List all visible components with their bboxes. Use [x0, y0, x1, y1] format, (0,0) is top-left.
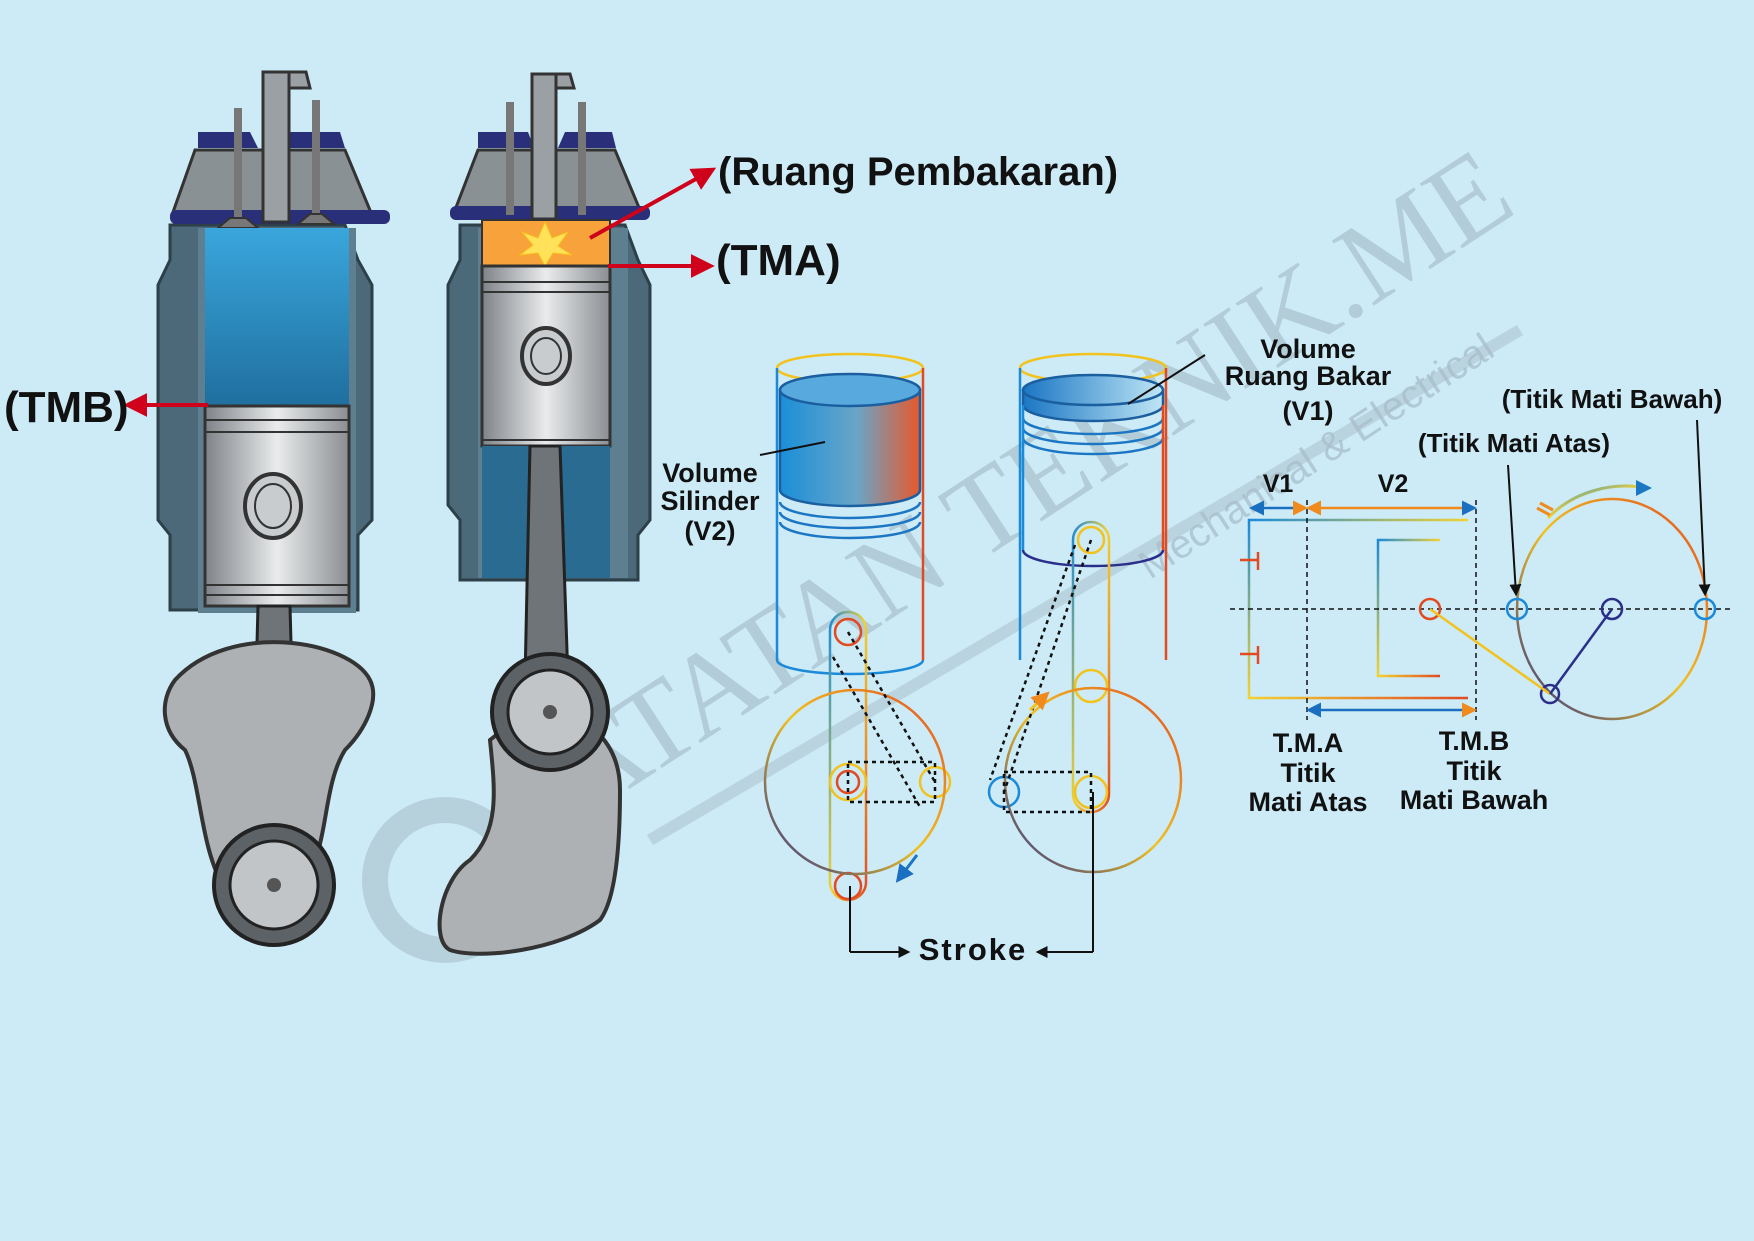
- volume-ruang-bakar-label-1: Volume: [1260, 334, 1356, 364]
- v2-label: V2: [1378, 470, 1409, 498]
- titik-mati-bawah-label: (Titik Mati Bawah): [1502, 384, 1723, 414]
- engine-tma: (Ruang Pembakaran) (TMA): [437, 72, 1118, 956]
- tma-line3-label: Mati Atas: [1248, 787, 1367, 817]
- tma-label: (TMA): [716, 236, 841, 285]
- volume-silinder-label-2: Silinder: [660, 486, 760, 516]
- volume-ruang-bakar-pointer: [1127, 354, 1206, 405]
- volume-ruang-bakar-label-3: (V1): [1282, 396, 1333, 426]
- ruang-pembakaran-arrow: [589, 167, 717, 240]
- volume-silinder-label-1: Volume: [662, 458, 758, 488]
- tdc-bdc-schematic: [1230, 419, 1730, 721]
- tma-line2-label: Titik: [1280, 758, 1336, 788]
- stroke-label: Stroke: [919, 932, 1027, 967]
- injector: [530, 72, 558, 221]
- piston-pin: [243, 472, 303, 540]
- titik-mati-atas-pointer: [1507, 464, 1522, 597]
- piston-pin: [520, 326, 572, 386]
- crank-web: [162, 640, 376, 882]
- tmb-label: (TMB): [4, 383, 129, 432]
- injector-tip: [287, 70, 312, 90]
- volume-ruang-bakar-label-2: Ruang Bakar: [1225, 361, 1392, 391]
- injector: [261, 70, 291, 224]
- stroke-bracket: [849, 792, 1094, 958]
- cylinder-volume: [205, 228, 349, 406]
- engine-tmb: (TMB): [4, 70, 390, 947]
- v1-label: V1: [1263, 470, 1294, 498]
- schematic-cylinder-v1: [987, 352, 1206, 874]
- volume-silinder-label-3: (V2): [684, 516, 735, 546]
- tma-abbr-label: T.M.A: [1273, 728, 1344, 758]
- tmb-line3-label: Mati Bawah: [1400, 785, 1549, 815]
- schematic-cylinder-v2: [759, 352, 952, 902]
- watermark-underline: [646, 324, 1524, 846]
- crank-web: [437, 713, 623, 956]
- connecting-rod: [523, 444, 570, 682]
- titik-mati-bawah-pointer: [1696, 419, 1711, 597]
- tmb-abbr-label: T.M.B: [1439, 726, 1510, 756]
- volume-silinder-fill: [778, 388, 922, 508]
- tmb-line2-label: Titik: [1446, 756, 1502, 786]
- volume-silinder-pointer: [759, 441, 826, 456]
- ruang-pembakaran-label: (Ruang Pembakaran): [718, 150, 1118, 194]
- titik-mati-atas-label: (Titik Mati Atas): [1418, 428, 1610, 458]
